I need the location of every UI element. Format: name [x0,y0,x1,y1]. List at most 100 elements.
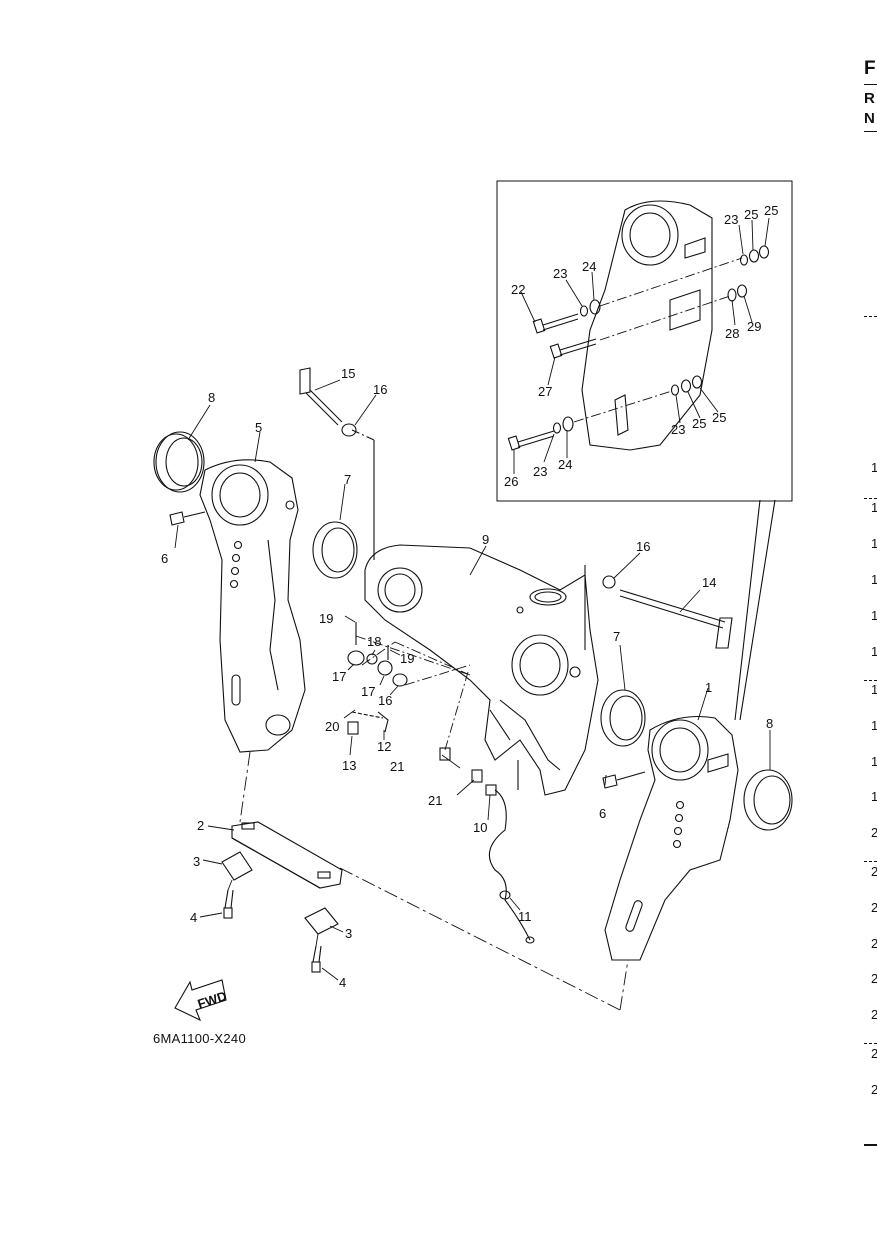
callout-17-left: 17 [332,669,346,684]
edge-number: 1 [871,644,877,659]
callout-16-right: 16 [636,539,650,554]
callout-8-right: 8 [766,716,773,731]
edge-number: 2 [871,825,877,840]
bolt-4-right [311,945,322,973]
callout-29: 29 [747,319,761,334]
callout-23-a: 23 [553,266,567,281]
grease-nipple-6-left [169,511,185,526]
edge-rule [864,498,877,499]
edge-rule [864,861,877,862]
callout-24-a: 24 [582,259,596,274]
inset-bolt-27 [549,338,597,359]
edge-number: 1 [871,500,877,515]
callout-21-left: 21 [390,759,404,774]
callout-16-top: 16 [373,382,387,397]
grease-nipple-6-right [602,774,618,789]
edge-number: 2 [871,1007,877,1022]
callout-13: 13 [342,758,356,773]
callout-26: 26 [504,474,518,489]
edge-number: 2 [871,900,877,915]
callout-7-left: 7 [344,472,351,487]
callout-25-d: 25 [712,410,726,425]
callout-14: 14 [702,575,716,590]
trim-sensor-wire-11 [488,789,531,941]
callout-1: 1 [705,680,712,695]
callout-11: 11 [518,909,532,924]
callout-9: 9 [482,532,489,547]
callout-23-d: 23 [533,464,547,479]
callout-20: 20 [325,719,339,734]
callout-6-right: 6 [599,806,606,821]
shaft-14 [619,589,733,649]
callout-8-left: 8 [208,390,215,405]
callout-16-center: 16 [378,693,392,708]
callout-25-a: 25 [744,207,758,222]
edge-number: 1 [871,789,877,804]
edge-rule [864,131,877,132]
edge-number: 1 [871,754,877,769]
edge-number: 2 [871,1046,877,1061]
fwd-label: FWD [196,988,229,1011]
edge-rule [864,316,877,317]
edge-rule [864,1043,877,1044]
inset-bolt-22 [532,313,579,334]
swivel-bracket-9 [364,544,599,796]
edge-letter-n: N [864,110,875,127]
left-bracket-5 [199,459,306,753]
callout-12: 12 [377,739,391,754]
callout-15: 15 [341,366,355,381]
ring-8-left [153,431,205,493]
callout-3-left: 3 [193,854,200,869]
callout-23-b: 23 [724,212,738,227]
bushing-16-right [602,575,616,589]
callout-5: 5 [255,420,262,435]
edge-number: 1 [871,682,877,697]
inset-bracket-outline [581,200,713,451]
callout-18: 18 [367,634,381,649]
detail-inset-frame [496,180,793,502]
ring-8-right [743,769,793,831]
edge-rule [864,84,877,85]
callout-3-right: 3 [345,926,352,941]
ring-7-right [600,689,646,747]
callout-2: 2 [197,818,204,833]
fwd-arrow-icon [174,979,227,1022]
callout-25-c: 25 [692,416,706,431]
callout-25-b: 25 [764,203,778,218]
callout-19-right: 19 [400,651,414,666]
clip-3-left [221,851,253,881]
edge-number: 2 [871,1082,877,1097]
callout-24-b: 24 [558,457,572,472]
edge-number: 2 [871,864,877,879]
diagram-code: 6MA1100-X240 [153,1031,246,1046]
pin-15 [299,367,343,426]
bolt-4-left [223,889,234,919]
callout-21-right: 21 [428,793,442,808]
callout-4-right: 4 [339,975,346,990]
callout-10: 10 [473,820,487,835]
plate-2 [231,821,343,889]
callout-27: 27 [538,384,552,399]
callout-6-left: 6 [161,551,168,566]
callout-28: 28 [725,326,739,341]
bushing-16-top [341,423,357,437]
edge-letter-r: R [864,90,875,107]
edge-number: 2 [871,971,877,986]
edge-number: 1 [871,572,877,587]
edge-letter-f: F [864,58,876,79]
edge-rule [864,680,877,681]
callout-4-left: 4 [190,910,197,925]
edge-number: 2 [871,936,877,951]
callout-7-right: 7 [613,629,620,644]
inset-bolt-26 [507,430,555,451]
edge-rule [864,1144,877,1146]
edge-number: 1 [871,536,877,551]
right-bracket-1 [604,715,739,961]
edge-number: 1 [871,460,877,475]
callout-22: 22 [511,282,525,297]
callout-19-left: 19 [319,611,333,626]
callout-23-c: 23 [671,422,685,437]
callout-17-center: 17 [361,684,375,699]
clip-3-right [304,907,339,935]
